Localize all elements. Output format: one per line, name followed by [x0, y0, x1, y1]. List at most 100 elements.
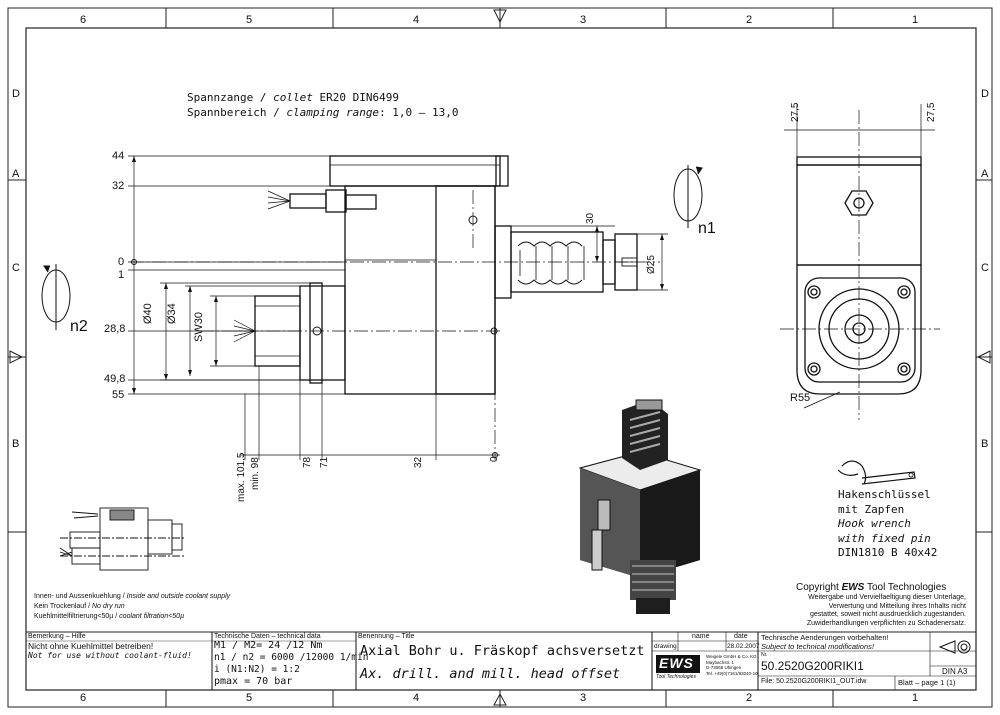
tech-pressure: pmax = 70 bar [214, 676, 293, 687]
col-label-5-bottom: 5 [246, 692, 253, 704]
row-label-b-right: B [981, 438, 989, 450]
dim-dia-40: Ø40 [142, 303, 154, 324]
hook-line-4: with fixed pin [838, 531, 931, 545]
remark-de: Nicht ohne Kuehlmittel betreiben! [28, 641, 154, 651]
drawing-date: 28.02.2007 [727, 643, 760, 650]
coolant-notes: Innen- und Aussenkuehlung / Inside and o… [34, 592, 230, 622]
company-address: Weigele GmbH & Co. KG Maybachstr. 1 D-73… [706, 654, 758, 676]
col-label-2-bottom: 2 [746, 692, 753, 704]
hook-line-2: mit Zapfen [838, 502, 905, 516]
dim-27-5-left: 27,5 [790, 102, 801, 122]
centering-marks [8, 8, 992, 707]
coolant-note-3-de: Kuehlmittelfiltrierung<50µ / [34, 613, 118, 620]
coolant-note-3-en: coolant filtration<50µ [119, 613, 185, 620]
din-format: DIN A3 [942, 667, 968, 676]
row-label-b: B [12, 438, 20, 450]
ews-logo [656, 655, 700, 673]
label-n2: n2 [70, 318, 88, 335]
hook-line-1: Hakenschlüssel [838, 488, 931, 501]
col-label-5: 5 [246, 14, 253, 26]
projection-symbol [938, 640, 971, 654]
dim-30: 30 [585, 212, 596, 224]
range-value: : 1,0 – 13,0 [379, 106, 459, 119]
row-label-a-right: A [981, 168, 989, 180]
dimension-arrows [131, 156, 664, 458]
dim-sw-30: SW30 [193, 312, 205, 342]
file-name: File: 50.2520G200RIKI1_OUT.idw [761, 678, 867, 685]
copyright-text: Weitergabe und Vervielfaeltigung dieser … [786, 594, 966, 628]
collet-label-de: Spannzange / [187, 91, 267, 104]
title-block-lines [26, 632, 976, 690]
hook-line-5: DIN1810 B 40x42 [838, 546, 938, 560]
row-label-d-right: D [981, 88, 989, 100]
drawing-label: drawing [654, 643, 677, 650]
remark-label: Bemerkung – Hilfe [28, 633, 86, 640]
range-label-de: Spannbereich / [187, 106, 280, 119]
dim-r55: R55 [790, 392, 811, 404]
copyright-title: Copyright EWS Tool Technologies [796, 582, 946, 593]
dimension-lines [128, 155, 668, 460]
dim-1: 1 [118, 269, 125, 281]
collet-label-en: collet [273, 91, 313, 104]
dim-55: 55 [112, 389, 125, 401]
copyright-brand: EWS [841, 582, 865, 593]
tech-ratio: i (N1:N2) = 1:2 [214, 664, 300, 675]
row-label-c-right: C [981, 262, 989, 274]
notice-en: Subject to technical modifications! [761, 642, 874, 651]
dim-78: 78 [302, 456, 313, 468]
coolant-note-1-en: Inside and outside coolant supply [126, 593, 231, 600]
dim-49-8: 49,8 [104, 373, 126, 385]
row-label-a: A [12, 168, 20, 180]
dim-dia-34: Ø34 [166, 303, 178, 324]
side-view [780, 104, 940, 420]
centre-lines [130, 190, 660, 460]
title-en: Ax. drill. and mill. head offset [360, 666, 621, 682]
coolant-note-2-de: Kein Trockenlauf / [34, 603, 91, 610]
copyright-post: Tool Technologies [864, 582, 947, 593]
hook-line-3: Hook wrench [838, 517, 911, 531]
copyright-line-3: gestattet, soweit nicht ausdruecklich zu… [809, 611, 966, 619]
row-label-c: C [12, 262, 20, 274]
dim-32-bottom: 32 [413, 456, 424, 468]
col-label-3: 3 [580, 14, 587, 26]
remark-en: Not for use without coolant-fluid! [28, 651, 192, 660]
hook-wrench-text: Hakenschlüssel mit Zapfen Hook wrench wi… [838, 488, 937, 561]
dim-0: 0 [118, 256, 125, 268]
number-label: Nr. [761, 652, 768, 658]
dim-0-bottom: 0 [489, 456, 500, 462]
header-name: name [692, 633, 710, 640]
tech-speed: n1 / n2 = 6000 /12000 1/min [214, 652, 369, 663]
copyright-line-2: Verwertung und Mitteilung ihres Inhalts … [828, 602, 966, 610]
col-label-1: 1 [912, 14, 919, 26]
main-view [254, 155, 638, 395]
dim-44: 44 [112, 150, 125, 162]
address-line-4: Tel. +49(0)7161/93040-10 [706, 670, 758, 676]
col-label-2: 2 [746, 14, 753, 26]
logo-text: EWS [659, 655, 694, 671]
col-label-6-bottom: 6 [80, 692, 87, 704]
coolant-schematic [59, 507, 186, 571]
dim-dia-25: Ø25 [646, 255, 657, 274]
title-label: Benennung – Title [358, 633, 415, 640]
hook-wrench-drawing [837, 460, 916, 485]
dim-28-8: 28,8 [104, 323, 126, 335]
page-number: Blatt – page 1 (1) [898, 678, 956, 687]
dim-max-101-5: max. 101,5 [236, 452, 247, 502]
isometric-render [578, 399, 702, 614]
part-number: 50.2520G200RIKI1 [761, 659, 864, 673]
row-label-d: D [12, 88, 20, 100]
col-label-6: 6 [80, 14, 87, 26]
tech-torque: M1 / M2= 24 /12 Nm [214, 640, 323, 651]
dim-32: 32 [112, 180, 125, 192]
copyright-line-1: Weitergabe und Vervielfaeltigung dieser … [808, 594, 966, 601]
range-label-en: clamping range [286, 106, 380, 119]
copyright-pre: Copyright [796, 582, 842, 593]
address-line-3: D-73066 Uhingen [706, 665, 742, 670]
col-label-4-bottom: 4 [413, 692, 420, 704]
clamping-range-spec: Spannbereich / clamping range: 1,0 – 13,… [187, 106, 459, 119]
title-de: Axial Bohr u. Fräskopf achsversetzt [360, 643, 645, 659]
col-label-4: 4 [413, 14, 420, 26]
coolant-note-1-de: Innen- und Aussenkuehlung / [34, 593, 125, 600]
